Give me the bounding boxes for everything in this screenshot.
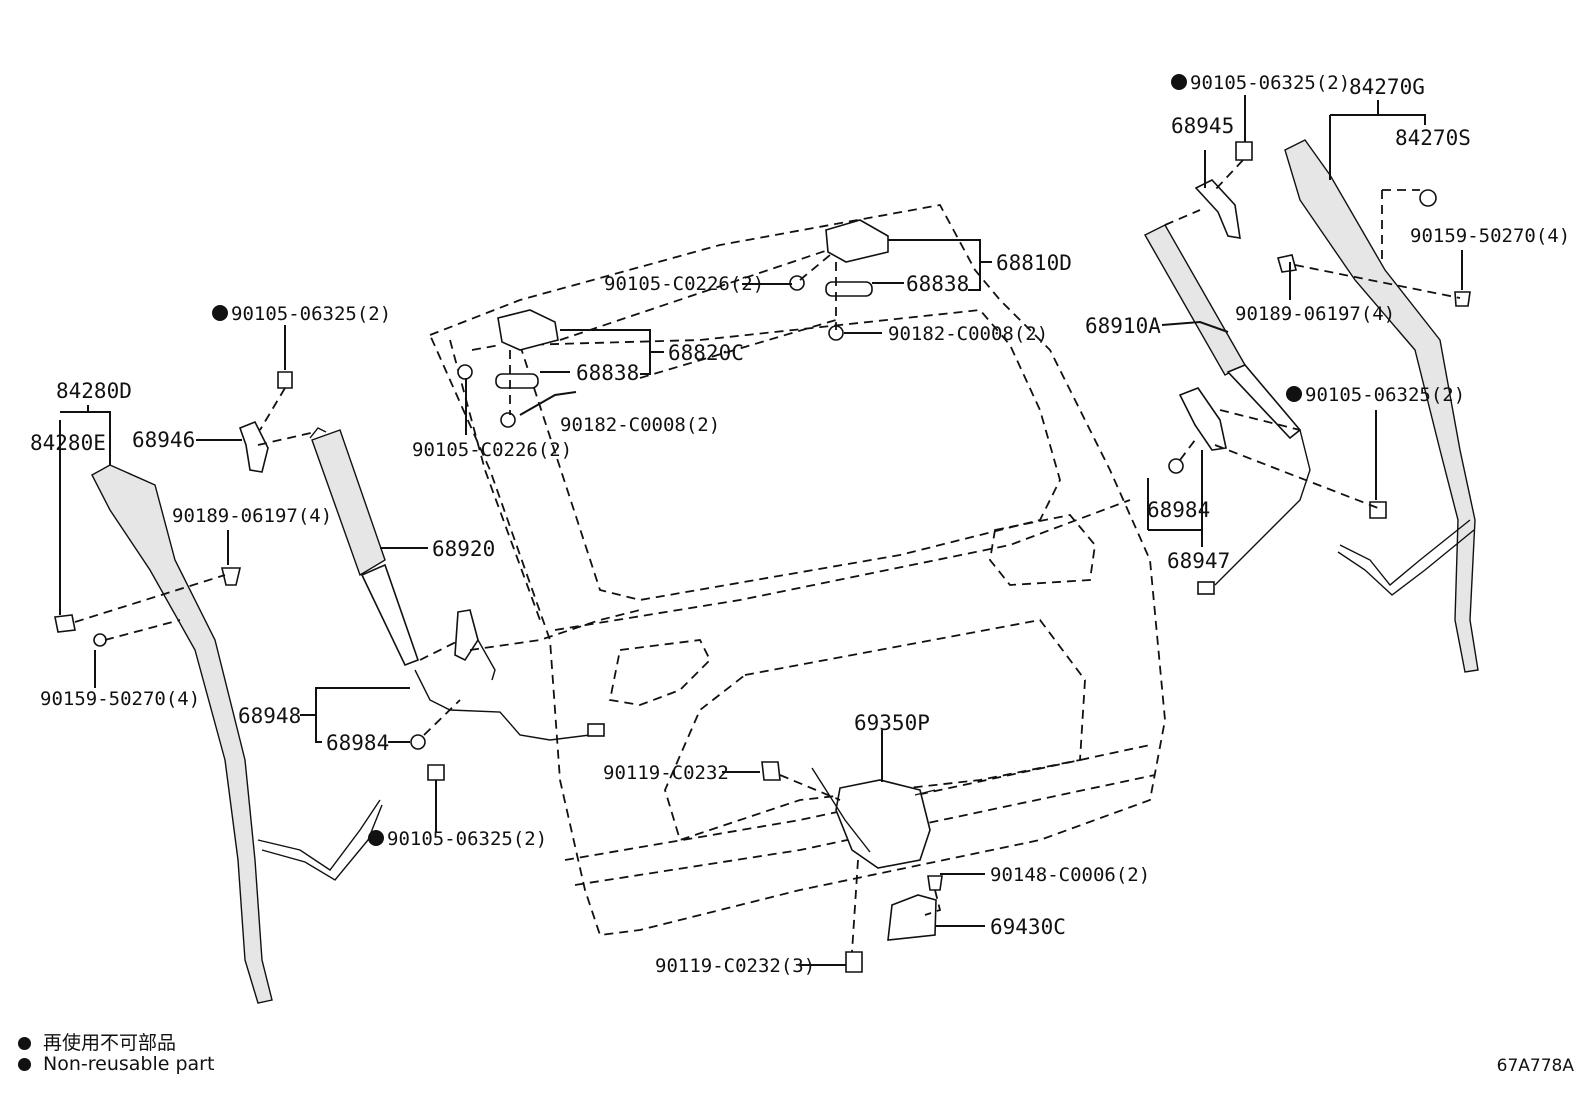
label-90159-50270-b: 90159-50270(4)	[1410, 225, 1570, 247]
left-garnish-84280D	[91, 464, 383, 1004]
legend-dot-icon	[18, 1037, 31, 1050]
assembly-dash-lines	[74, 159, 1461, 953]
nut-68984-left	[410, 734, 426, 750]
legend-dot-icon	[18, 1058, 31, 1071]
label-90189-06197-b: 90189-06197(4)	[1235, 303, 1395, 325]
screw-90148	[927, 875, 943, 891]
label-68820C: 68820C	[668, 341, 744, 365]
lock-assembly-69350P	[811, 767, 936, 869]
label-90105-C0226-b: 90105-C0226(2)	[412, 439, 572, 461]
label-68810D: 68810D	[996, 251, 1072, 275]
label-68948: 68948	[238, 704, 301, 728]
label-90105-06325-d: 90105-06325(2)	[1305, 384, 1465, 406]
striker-69430C	[887, 894, 937, 941]
label-90119-C0232-a: 90119-C0232	[603, 762, 729, 784]
bolt-right-top	[1235, 141, 1253, 161]
label-90189-06197-a: 90189-06197(4)	[172, 505, 332, 527]
legend-text-english: Non-reusable part	[43, 1053, 215, 1075]
clip-90189-left	[220, 567, 242, 586]
nonreusable-markers	[212, 74, 1302, 846]
nut-68984-right	[1168, 458, 1184, 474]
label-90105-C0226-a: 90105-C0226(2)	[604, 273, 764, 295]
label-84280E: 84280E	[30, 431, 106, 455]
left-bracket-68946	[238, 420, 269, 473]
label-90105-06325-b: 90105-06325(2)	[387, 828, 547, 850]
legend-text-japanese: 再使用不可部品	[43, 1032, 177, 1054]
left-hinge-68820C	[457, 309, 559, 428]
label-90159-50270-a: 90159-50270(4)	[40, 688, 200, 710]
label-68984-b: 68984	[1147, 498, 1210, 522]
label-68910A: 68910A	[1085, 314, 1161, 338]
clip-90159-left	[54, 614, 76, 633]
bolt-right-middle	[1369, 501, 1387, 519]
label-90105-06325-c: 90105-06325(2)	[1190, 72, 1350, 94]
right-damper-68910A	[1144, 224, 1302, 440]
part-labels: 84280D 84280E 90105-06325(2) 68946 90189…	[30, 72, 1570, 977]
label-90182-C0008-b: 90182-C0008(2)	[888, 323, 1048, 345]
label-90105-06325-a: 90105-06325(2)	[231, 303, 391, 325]
nonreusable-dot	[1171, 74, 1187, 90]
leader-lines	[59, 95, 1463, 966]
right-garnish-84270G	[1284, 139, 1479, 673]
right-bracket-68945	[1194, 179, 1241, 239]
left-damper-68920	[309, 427, 420, 667]
label-68947: 68947	[1167, 549, 1230, 573]
label-68838-b: 68838	[906, 272, 969, 296]
clip-90189-right	[1276, 254, 1298, 273]
bolt-left-top	[277, 371, 293, 389]
right-bracket-68947	[1178, 387, 1311, 595]
label-68838-a: 68838	[576, 361, 639, 385]
label-69430C: 69430C	[990, 915, 1066, 939]
bolt-90119-top	[761, 761, 781, 781]
legend-row-english: Non-reusable part	[18, 1053, 214, 1075]
nonreusable-dot	[1286, 386, 1302, 402]
label-84270S: 84270S	[1395, 126, 1471, 150]
label-84270G: 84270G	[1349, 75, 1425, 99]
label-90182-C0008-a: 90182-C0008(2)	[560, 414, 720, 436]
label-68945: 68945	[1171, 114, 1234, 138]
legend-row-japanese: 再使用不可部品	[18, 1028, 176, 1055]
diagram-reference-code: 67A778A	[1496, 1056, 1574, 1076]
bolt-90119-bottom	[845, 951, 863, 973]
label-68920: 68920	[432, 537, 495, 561]
back-door-panel	[428, 203, 1166, 936]
label-68984-a: 68984	[326, 731, 389, 755]
nonreusable-dot	[368, 830, 384, 846]
label-68946: 68946	[132, 428, 195, 452]
label-90119-C0232-b: 90119-C0232(3)	[655, 955, 815, 977]
left-bracket-68948	[414, 609, 605, 741]
screw-left-small	[93, 633, 107, 647]
clip-84270S	[1419, 189, 1437, 207]
nonreusable-dot	[212, 305, 228, 321]
bolt-left-bottom	[427, 764, 445, 781]
right-hinge-68810D	[789, 219, 889, 341]
label-84280D: 84280D	[56, 379, 132, 403]
label-69350P: 69350P	[854, 711, 930, 735]
clip-90159-right	[1454, 291, 1471, 307]
label-90148-C0006: 90148-C0006(2)	[990, 864, 1150, 886]
